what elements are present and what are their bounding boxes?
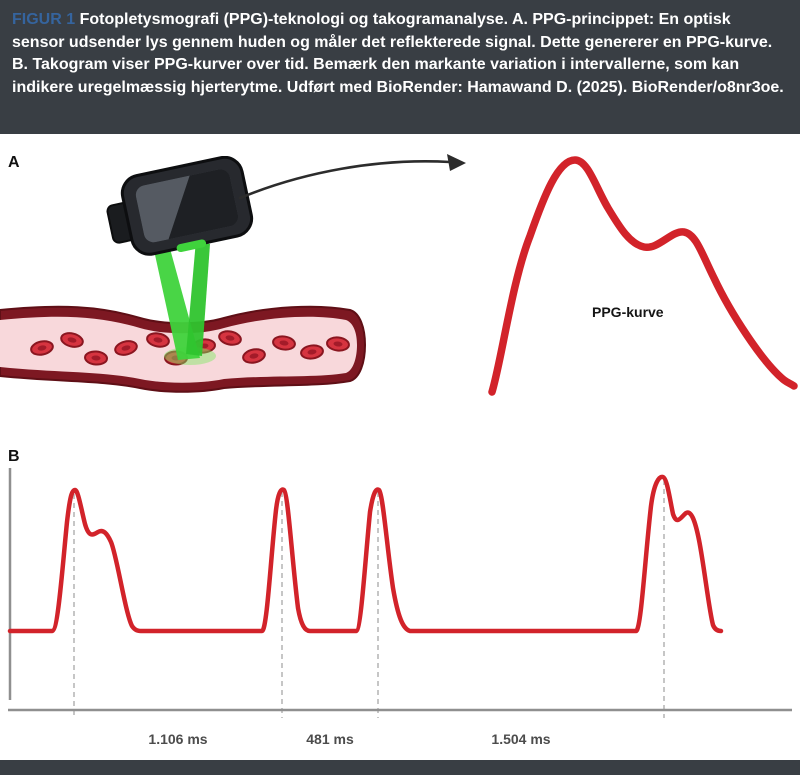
ppg-curve-path	[488, 156, 798, 396]
interval-label-2: 481 ms	[306, 731, 354, 747]
interval-label-3: 1.504 ms	[491, 731, 551, 747]
screen-shadow	[168, 167, 240, 240]
arrow-line	[238, 160, 452, 200]
screen-sheen	[133, 175, 190, 245]
figure-caption: FIGUR 1 Fotopletysmografi (PPG)-teknolog…	[0, 0, 800, 134]
caption-text-3: Takogram viser PPG-kurver over tid. Bemæ…	[12, 56, 784, 96]
ppg-curve	[488, 156, 798, 396]
caption-text-1: Fotopletysmografi (PPG)-teknologi og tak…	[75, 11, 512, 28]
panel-b-label: B	[8, 448, 20, 465]
beam-right	[186, 240, 210, 356]
light-emitter	[176, 239, 207, 253]
tachogram-plot	[7, 468, 792, 718]
light-beams	[150, 232, 216, 365]
caption-panel-b-ref: B.	[12, 56, 28, 73]
caption-panel-a-ref: A.	[511, 11, 528, 28]
ppg-sensor-device	[106, 156, 254, 256]
panel-a-label: A	[8, 154, 20, 171]
interval-label-1: 1.106 ms	[148, 731, 208, 747]
ppg-curve-label: PPG-kurve	[592, 304, 664, 320]
beam-left	[150, 232, 200, 360]
arrow-connector	[238, 154, 466, 200]
footer-bar	[0, 760, 800, 775]
tachogram-waveform	[7, 474, 724, 634]
arrow-head	[447, 154, 466, 171]
caption-text-2: PPG-princippet: En optisk sensor udsende…	[12, 11, 773, 51]
figure-number-label: FIGUR 1	[12, 11, 76, 28]
